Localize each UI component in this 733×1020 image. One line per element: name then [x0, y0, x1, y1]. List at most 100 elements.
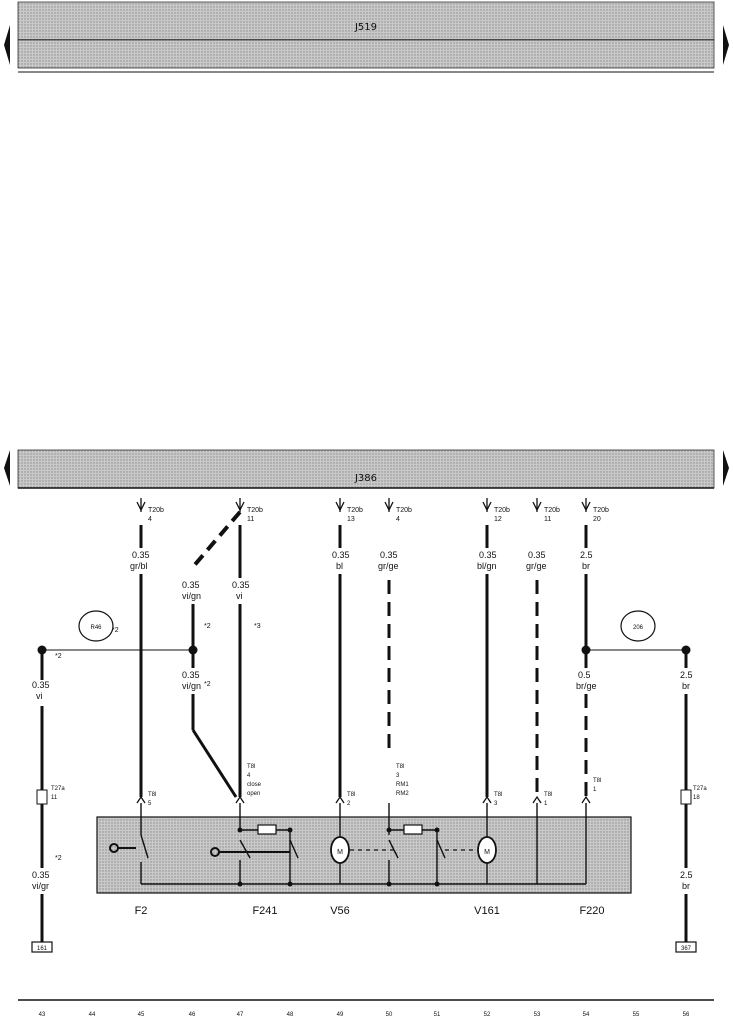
- top-control-unit-bar: J519: [17, 1, 715, 73]
- motor-icon: M: [330, 836, 350, 864]
- motor-icon-2: M: [477, 836, 497, 864]
- svg-text:V56: V56: [330, 905, 350, 917]
- svg-text:0.35: 0.35: [380, 550, 398, 560]
- svg-text:T20b: T20b: [247, 507, 263, 514]
- svg-text:gr/ge: gr/ge: [378, 561, 399, 571]
- svg-text:vi/gr: vi/gr: [32, 881, 49, 891]
- svg-text:vi/gn: vi/gn: [182, 591, 201, 601]
- svg-text:0.35: 0.35: [479, 550, 497, 560]
- svg-text:0.35: 0.35: [132, 550, 150, 560]
- svg-text:4: 4: [247, 773, 251, 779]
- svg-text:*3: *3: [254, 623, 261, 630]
- svg-text:*2: *2: [204, 681, 211, 688]
- left-arrow-icon-2: [4, 450, 10, 486]
- svg-text:47: 47: [237, 1012, 244, 1018]
- svg-text:3: 3: [396, 773, 400, 779]
- svg-text:4: 4: [396, 516, 400, 523]
- connector-4: T20b 4: [384, 498, 412, 523]
- top-bar-label: J519: [354, 22, 377, 33]
- svg-text:T8l: T8l: [247, 764, 255, 770]
- svg-text:T8l: T8l: [148, 792, 156, 798]
- svg-text:RM2: RM2: [396, 791, 409, 797]
- svg-text:5: 5: [148, 801, 152, 807]
- svg-text:0.35: 0.35: [182, 580, 200, 590]
- svg-text:bl/gn: bl/gn: [477, 561, 497, 571]
- svg-text:12: 12: [494, 516, 502, 523]
- svg-text:br: br: [682, 681, 690, 691]
- right-arrow-icon-2: [723, 450, 729, 486]
- svg-text:T20b: T20b: [593, 507, 609, 514]
- svg-text:0.35: 0.35: [528, 550, 546, 560]
- svg-text:1: 1: [544, 801, 548, 807]
- svg-text:gr/bl: gr/bl: [130, 561, 148, 571]
- svg-text:T8l: T8l: [544, 792, 552, 798]
- svg-text:49: 49: [337, 1012, 344, 1018]
- connector-t27a-left: T27a 11: [36, 786, 65, 805]
- ground-ref-left: R46: [78, 610, 114, 642]
- svg-text:161: 161: [37, 946, 48, 952]
- bottom-bar-label: J386: [354, 473, 377, 484]
- svg-text:1: 1: [593, 787, 597, 793]
- svg-text:M: M: [337, 849, 343, 856]
- svg-text:T8l: T8l: [593, 778, 601, 784]
- svg-text:48: 48: [287, 1012, 294, 1018]
- component-labels: F2 F241 V56 V161 F220: [135, 905, 605, 917]
- svg-text:br: br: [682, 881, 690, 891]
- svg-text:2.5: 2.5: [680, 870, 693, 880]
- svg-text:11: 11: [544, 516, 551, 523]
- svg-text:*2: *2: [55, 855, 62, 862]
- svg-text:50: 50: [386, 1012, 393, 1018]
- wires: [40, 510, 688, 942]
- svg-text:0.35: 0.35: [182, 670, 200, 680]
- svg-text:T20b: T20b: [396, 507, 412, 514]
- svg-text:T20b: T20b: [494, 507, 510, 514]
- svg-text:vi/gn: vi/gn: [182, 681, 201, 691]
- scale-numbers: 43 44 45 46 47 48 49 50 51 52 53 54 55 5…: [39, 1012, 690, 1018]
- svg-text:V161: V161: [474, 905, 500, 917]
- svg-text:0.35: 0.35: [332, 550, 350, 560]
- svg-text:367: 367: [681, 946, 692, 952]
- svg-text:18: 18: [693, 795, 700, 801]
- svg-text:F241: F241: [252, 905, 277, 917]
- svg-text:*2: *2: [55, 653, 62, 660]
- svg-text:43: 43: [39, 1012, 46, 1018]
- svg-text:F220: F220: [579, 905, 604, 917]
- ground-right: 367: [675, 941, 697, 953]
- ground-ref-right: 206: [620, 610, 656, 642]
- bottom-control-unit-bar: J386: [17, 449, 715, 489]
- svg-text:55: 55: [633, 1012, 640, 1018]
- svg-text:4: 4: [148, 516, 152, 523]
- svg-text:bl: bl: [336, 561, 343, 571]
- svg-text:RM1: RM1: [396, 782, 409, 788]
- svg-text:3: 3: [494, 801, 498, 807]
- svg-text:gr/ge: gr/ge: [526, 561, 547, 571]
- svg-text:T20b: T20b: [148, 507, 164, 514]
- svg-text:close: close: [247, 782, 262, 788]
- svg-text:2.5: 2.5: [680, 670, 693, 680]
- svg-text:0.35: 0.35: [32, 680, 50, 690]
- right-arrow-icon: [723, 25, 729, 65]
- svg-text:br: br: [582, 561, 590, 571]
- svg-text:52: 52: [484, 1012, 491, 1018]
- svg-text:44: 44: [89, 1012, 96, 1018]
- svg-text:45: 45: [138, 1012, 145, 1018]
- svg-text:0.5: 0.5: [578, 670, 591, 680]
- svg-text:vi: vi: [236, 591, 243, 601]
- svg-text:*2: *2: [112, 627, 119, 634]
- svg-text:T27a: T27a: [693, 786, 707, 792]
- svg-text:T8l: T8l: [396, 764, 404, 770]
- svg-text:53: 53: [534, 1012, 541, 1018]
- svg-text:206: 206: [633, 625, 644, 631]
- connector-t27a-right: T27a 18: [680, 786, 707, 805]
- door-lock-module: M M: [96, 803, 632, 894]
- svg-text:*2: *2: [204, 623, 211, 630]
- svg-text:51: 51: [434, 1012, 441, 1018]
- svg-text:T20b: T20b: [347, 507, 363, 514]
- svg-text:0.35: 0.35: [232, 580, 250, 590]
